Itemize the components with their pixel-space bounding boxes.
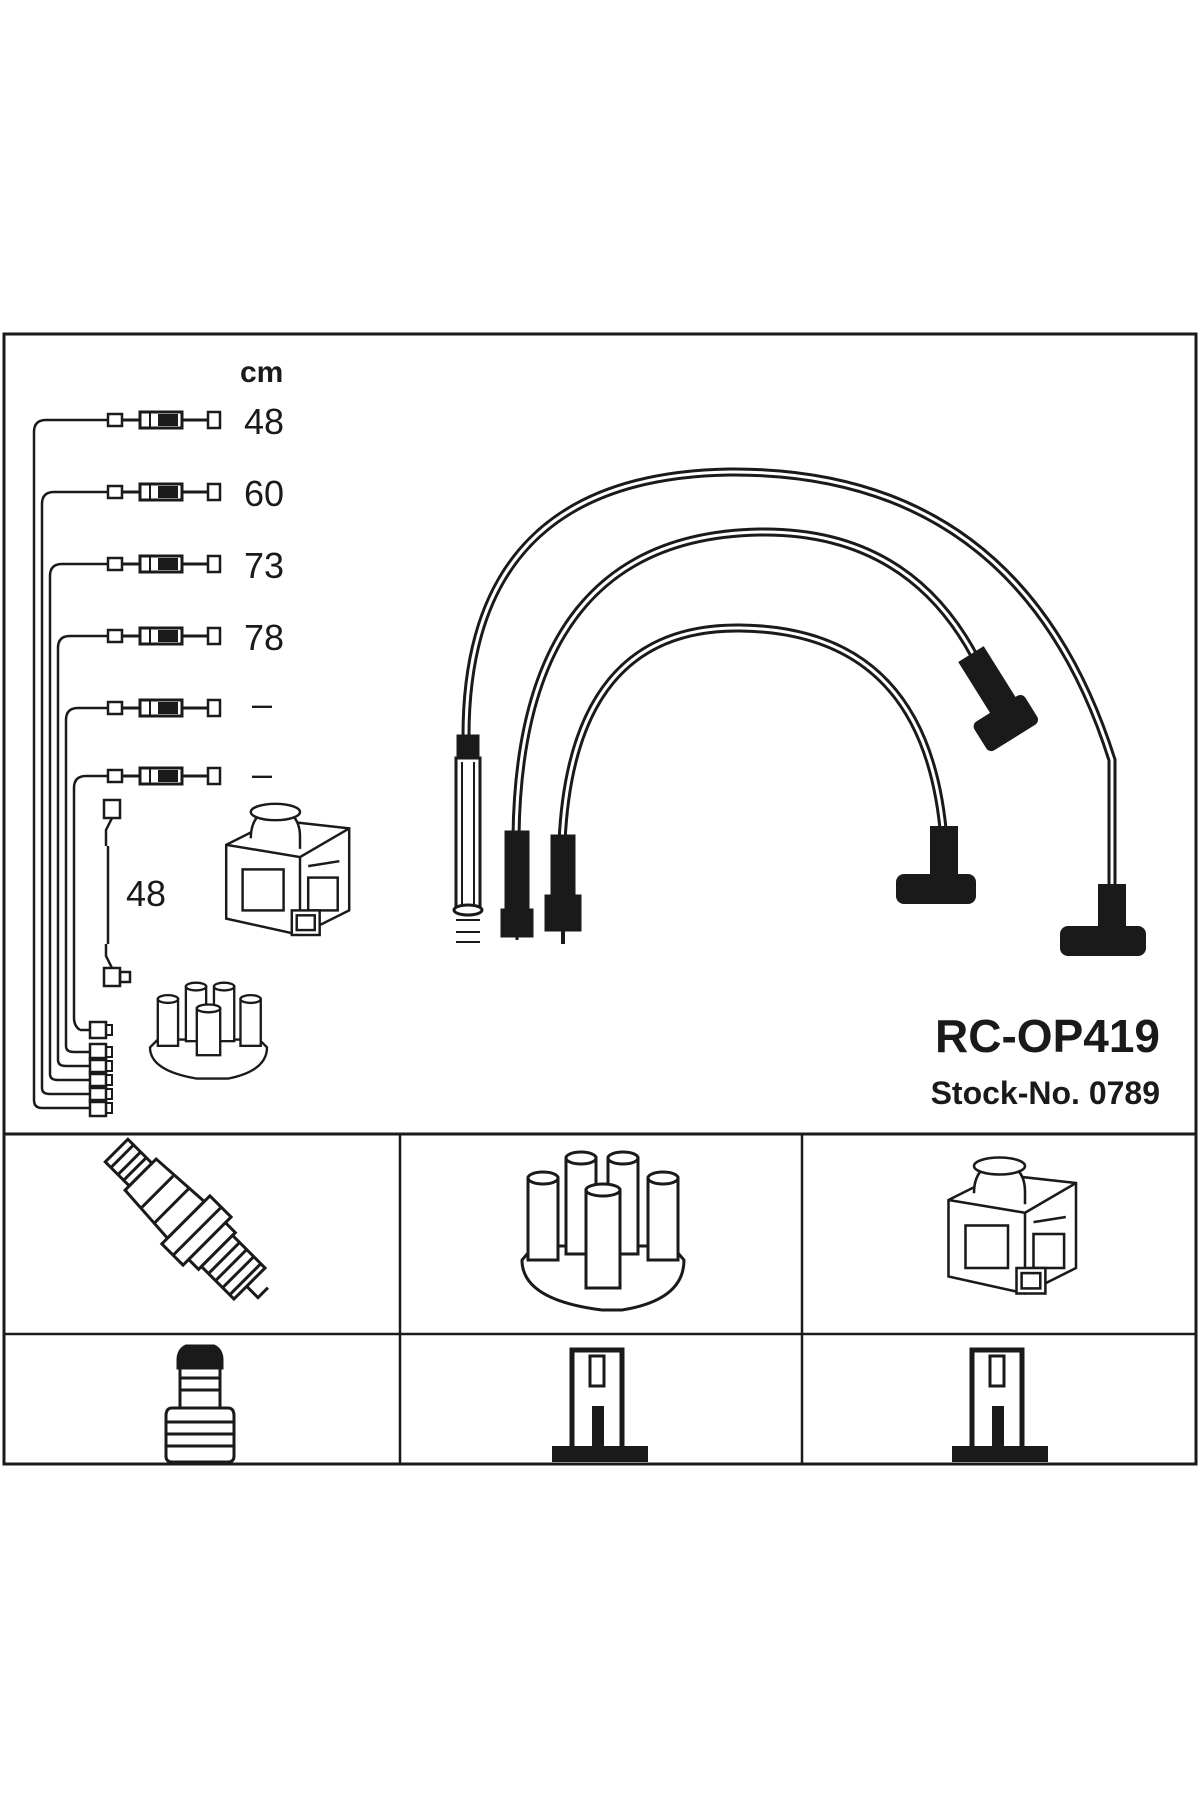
lead-connector-1 [106,410,222,430]
lead-length-schematic: cm 48 60 73 78 – – [32,356,351,1118]
distributor-cap-icon [520,1150,686,1312]
stock-number: Stock-No. 0789 [931,1075,1160,1111]
cap-end-terminal [78,1020,114,1040]
spark-plug-icon [103,1137,269,1302]
lead-connector-6 [106,766,222,786]
length-unit-label: cm [240,356,283,389]
lead-connector-5 [106,698,222,718]
ignition-coil-terminal-icon [952,1347,1048,1462]
ignition-cable-icon [452,467,1146,956]
coil-lead [102,798,132,988]
lead-connector-4 [106,626,222,646]
lead-length-1: 48 [244,401,284,442]
part-number: RC-OP419 [935,1010,1160,1062]
lead-length-5: – [252,683,272,724]
lead-length-4: 78 [244,617,284,658]
ignition-coil-icon [947,1156,1078,1295]
lead-connector-3 [106,554,222,574]
coil-lead-length: 48 [126,873,166,914]
distributor-cap-terminal-icon [552,1347,648,1462]
lead-length-3: 73 [244,545,284,586]
distributor-cap-icon [148,981,269,1080]
lead-length-2: 60 [244,473,284,514]
ignition-coil-icon [224,802,351,937]
lead-length-6: – [252,753,272,794]
lead-connector-2 [106,482,222,502]
frame-border [2,332,1198,1466]
spark-plug-terminal-icon [164,1344,236,1464]
